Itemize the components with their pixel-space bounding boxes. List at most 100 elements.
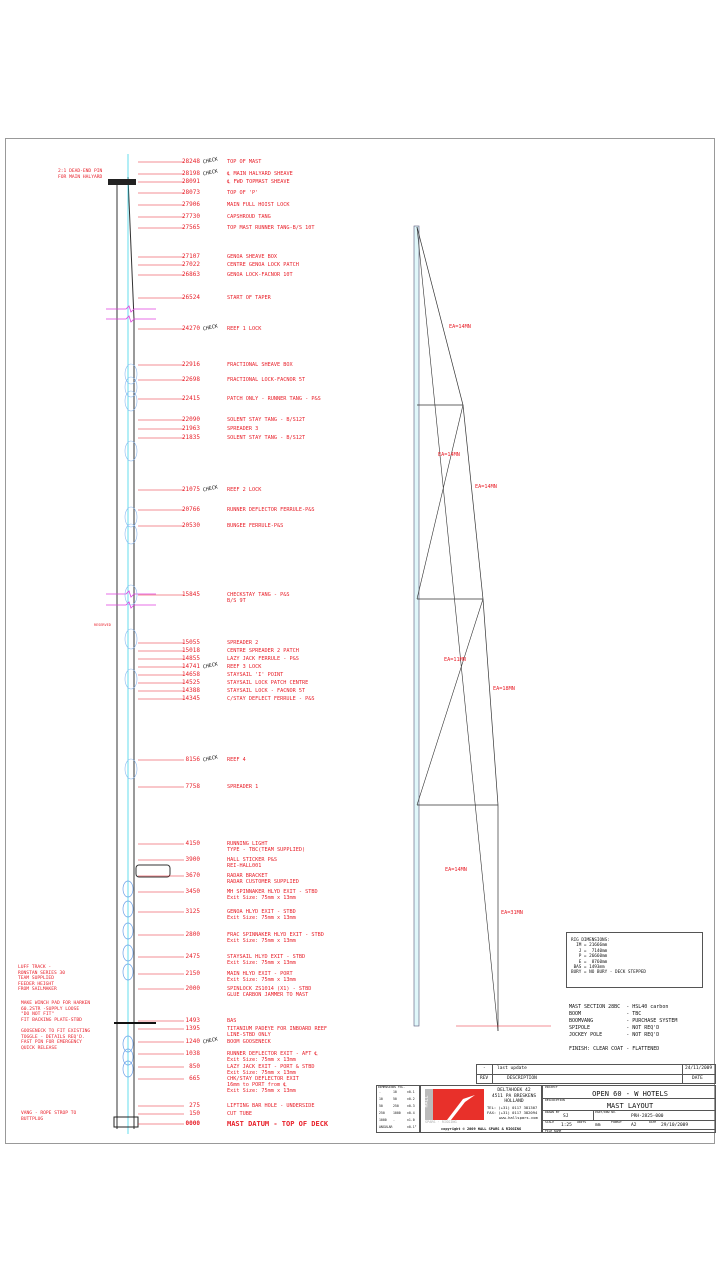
ea-label: EA=31MN (501, 910, 523, 916)
part-number: PRH-2825-000 (631, 1113, 664, 1119)
description-header: DESCRIPTION (507, 1076, 537, 1081)
fitting-outline (124, 668, 138, 690)
revision-table: - last update 24/11/2009 REV DESCRIPTION… (476, 1064, 716, 1084)
tolerance-cell: ±0.1° (407, 1125, 417, 1129)
annotation-label: GENOA SHEAVE BOX (227, 254, 277, 260)
break-mark (106, 305, 156, 313)
annotation-height: 15018 (181, 647, 200, 654)
annotation-height: 24270 (181, 325, 200, 332)
annotation-label: TOP OF MAST (227, 159, 262, 165)
fitting-outline (124, 584, 138, 606)
exit-slot (122, 880, 134, 898)
date-header: DATE (692, 1076, 703, 1081)
project-label: PROJECT (545, 1085, 558, 1089)
units-label: UNITS (577, 1119, 587, 1124)
tolerance-cell: 10 (379, 1097, 383, 1101)
note-luff-track: LUFF TRACK - RONSTAN SERIES 30 TEAM SUPP… (18, 965, 66, 993)
company-web: www.hallspars.com (499, 1115, 538, 1120)
annotation-label: LAZY JACK FERRULE - P&S (227, 656, 299, 662)
note-winch-pad: MAKE WINCH PAD FOR HARKEN 60.2STR -SUPPL… (21, 1001, 91, 1023)
company-tel: TEL: (+31) 0117 381307 (487, 1105, 538, 1110)
annotation-label: RADAR BRACKET RADAR CUSTOMER SUPPLIED (227, 873, 299, 885)
annotation-label: FRAC SPINNAKER HLYD EXIT - STBD Exit Siz… (227, 932, 324, 944)
annotation-height: 14741 (181, 663, 200, 670)
annotation-height: 14388 (181, 687, 200, 694)
annotation-label: CAPSHROUD TANG (227, 214, 271, 220)
annotation-label: SPREADER 2 (227, 640, 259, 646)
note-vang: VANG - ROPE STROP TO BUTTPLUG (21, 1111, 77, 1122)
company-block: HALL SPARS · RIGGING DELTAHOEK 42 4511 P… (420, 1085, 542, 1133)
annotation-height: 28198 (181, 170, 200, 177)
annotation-height: 665 (189, 1075, 200, 1082)
ea-label: EA=11MN (444, 657, 466, 663)
ea-label: EA=14MN (438, 452, 460, 458)
annotation-height: 8156 (185, 756, 200, 763)
break-mark (106, 315, 156, 323)
tolerance-cell: 50 (393, 1097, 397, 1101)
annotation-label: CENTRE SPREADER 2 PATCH (227, 648, 299, 654)
logo-subtitle: SPARS · RIGGING (425, 1120, 457, 1124)
annotation-label: SPINLOCK ZS1014 (X1) - STBD GLUE CARBON … (227, 986, 312, 998)
radar-bracket (135, 864, 171, 878)
annotation-label: RUNNING LIGHT TYPE - TBC(TEAM SUPPLIED) (227, 841, 306, 853)
annotation-height: 20530 (181, 522, 200, 529)
annotation-label: ℄ FWD TOPMAST SHEAVE (227, 179, 290, 185)
annotation-label: CUT TUBE (227, 1111, 252, 1117)
ea-label: EA=14MN (445, 867, 467, 873)
annotation-label: BUNGEE FERRULE-P&S (227, 523, 284, 529)
annotation-height: 21963 (181, 425, 200, 432)
masthead-fitting (108, 179, 136, 185)
fitting-outline (124, 363, 138, 385)
annotation-label: ℄ MAIN HALYARD SHEAVE (227, 171, 293, 177)
tolerance-cell: - (379, 1090, 381, 1094)
annotation-height: 22916 (181, 361, 200, 368)
part-label: PART/DRW NO. (595, 1109, 617, 1114)
annotation-height: 1240 (185, 1038, 200, 1045)
tolerance-cell: 1000 (393, 1111, 401, 1115)
annotation-label: MH SPINNAKER HLYD EXIT - STBD Exit Size:… (227, 889, 318, 901)
tolerance-cell: 250 (379, 1111, 385, 1115)
annotation-height: 22415 (181, 395, 200, 402)
annotation-label: REEF 4 (227, 757, 246, 763)
annotation-height: 21835 (181, 434, 200, 441)
annotation-label: STAYSAIL LOCK PATCH CENTRE (227, 680, 309, 686)
exit-slot (122, 1035, 134, 1053)
mast-heel (113, 1116, 139, 1128)
annotation-label: STAYSAIL HLYD EXIT - STBD Exit Size: 75m… (227, 954, 306, 966)
rev-value: - (483, 1066, 486, 1071)
ea-label: EA=14MN (449, 324, 471, 330)
annotation-height: 21075 (181, 486, 200, 493)
annotation-label: C/STAY DEFLECT FERRULE - P&S (227, 696, 315, 702)
note-reserved: RESERVED (94, 623, 111, 627)
annotation-height: 27107 (181, 253, 200, 260)
annotation-height: 2475 (185, 953, 200, 960)
drawn-by: SJ (563, 1113, 569, 1119)
annotation-height: 7758 (185, 783, 200, 790)
annotation-height: 22090 (181, 416, 200, 423)
tolerance-cell: 250 (393, 1104, 399, 1108)
description-label: DESCRIPTION (545, 1097, 565, 1102)
rev-date: 24/11/2009 (685, 1066, 713, 1071)
project-name: OPEN 60 - W HOTELS (592, 1089, 668, 1098)
mast-fwd-edge-taper (127, 176, 135, 320)
annotation-height: 1395 (185, 1025, 200, 1032)
format: A2 (631, 1123, 637, 1128)
annotation-height: 2800 (185, 931, 200, 938)
annotation-label: CHECKSTAY TANG - P&S B/S 9T (227, 592, 290, 604)
ea-label: EA=14MN (475, 484, 497, 490)
annotation-label: SPREADER 1 (227, 784, 259, 790)
format-label: FORMAT (611, 1119, 622, 1124)
annotation-label: PATCH ONLY - RUNNER TANG - P&S (227, 396, 321, 402)
annotation-height: 2150 (185, 970, 200, 977)
annotation-height: 0000 (185, 1120, 200, 1127)
annotation-height: 2000 (185, 985, 200, 992)
date-label: DATE (649, 1119, 657, 1124)
rig-dimensions: RIG DIMENSIONS: IM = 21666mm J = 7140mm … (571, 938, 647, 976)
annotation-label: BOOM GOOSENECK (227, 1039, 271, 1045)
annotation-label: SPREADER 3 (227, 426, 259, 432)
exit-slot (122, 922, 134, 940)
fitting-outline (124, 758, 138, 780)
tolerance-header: DIMENSIONS TOL. (378, 1085, 406, 1089)
